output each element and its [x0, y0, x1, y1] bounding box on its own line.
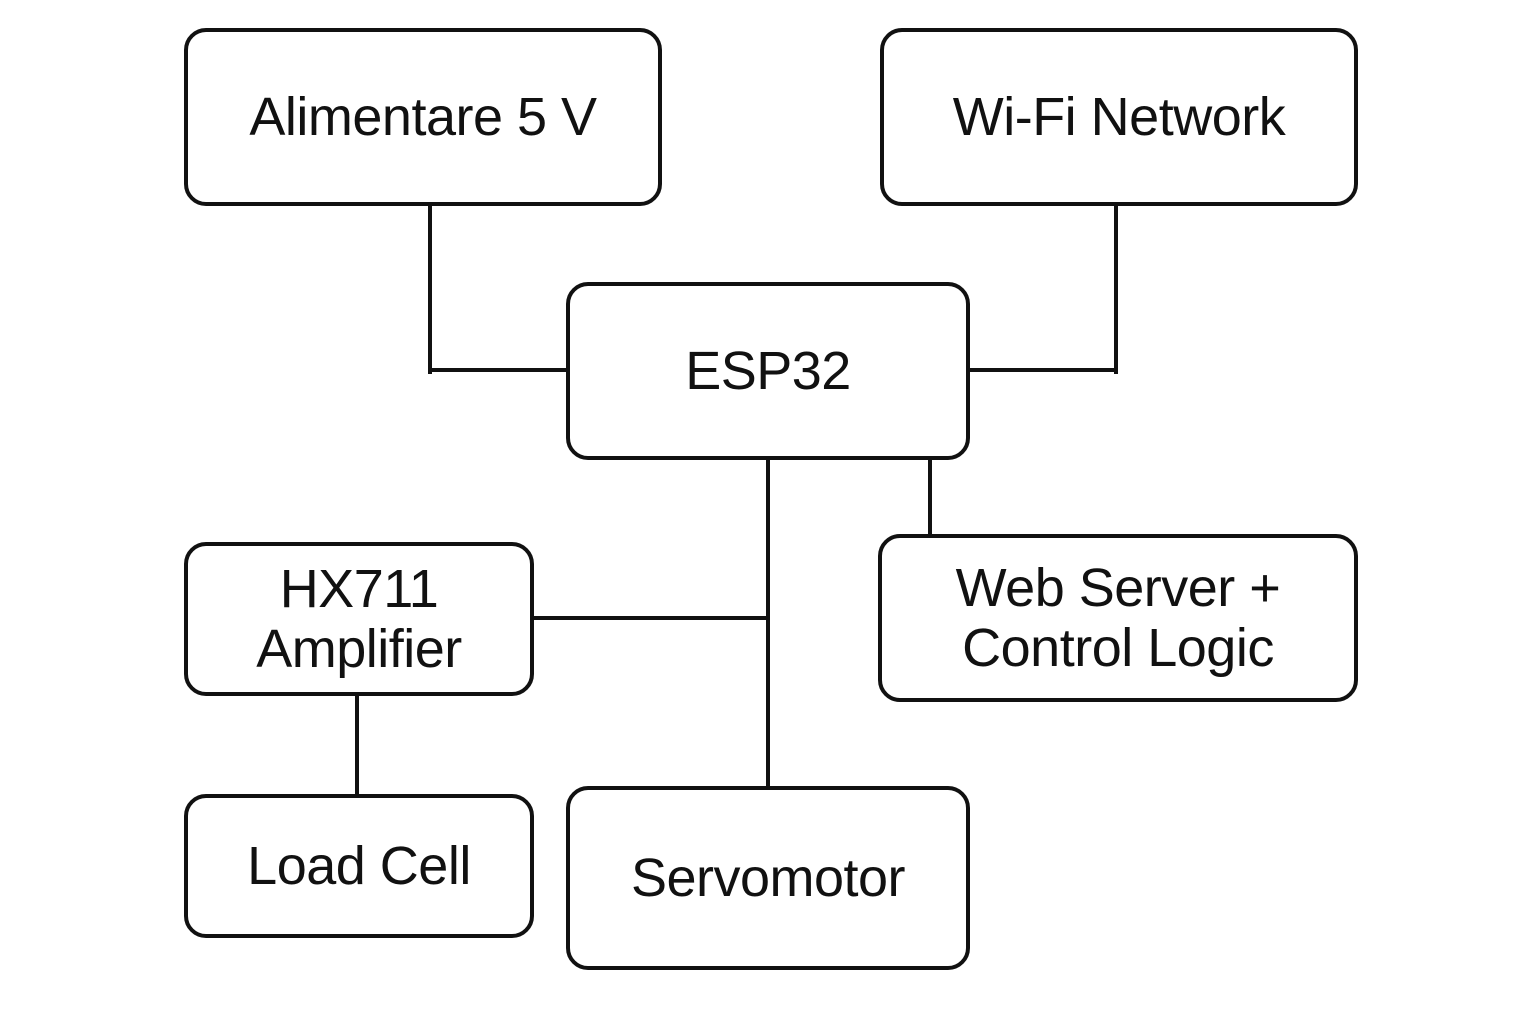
web-server-label-line1: Web Server +: [955, 558, 1281, 618]
wire-esp32-to-webserver: [928, 456, 932, 540]
wire-esp32-bus: [766, 456, 770, 790]
wire-wifi-to-esp32: [966, 368, 1118, 372]
servomotor-block: Servomotor: [566, 786, 970, 970]
wire-power-to-esp32: [428, 368, 570, 372]
esp32-block: ESP32: [566, 282, 970, 460]
wire-bus-to-hx711: [530, 616, 770, 620]
power-supply-label: Alimentare 5 V: [249, 87, 597, 147]
wire-power-down: [428, 204, 432, 374]
servomotor-label: Servomotor: [630, 848, 906, 908]
wire-wifi-down: [1114, 204, 1118, 374]
load-cell-block: Load Cell: [184, 794, 534, 938]
web-server-block: Web Server + Control Logic: [878, 534, 1358, 702]
hx711-amplifier-block: HX711 Amplifier: [184, 542, 534, 696]
hx711-label-line2: Amplifier: [256, 619, 462, 679]
load-cell-label: Load Cell: [247, 836, 471, 896]
power-supply-block: Alimentare 5 V: [184, 28, 662, 206]
web-server-label-line2: Control Logic: [962, 618, 1274, 678]
wire-hx711-to-loadcell: [355, 692, 359, 798]
wifi-network-block: Wi-Fi Network: [880, 28, 1358, 206]
esp32-label: ESP32: [685, 341, 851, 401]
hx711-label-line1: HX711: [279, 559, 439, 619]
wifi-network-label: Wi-Fi Network: [952, 87, 1286, 147]
